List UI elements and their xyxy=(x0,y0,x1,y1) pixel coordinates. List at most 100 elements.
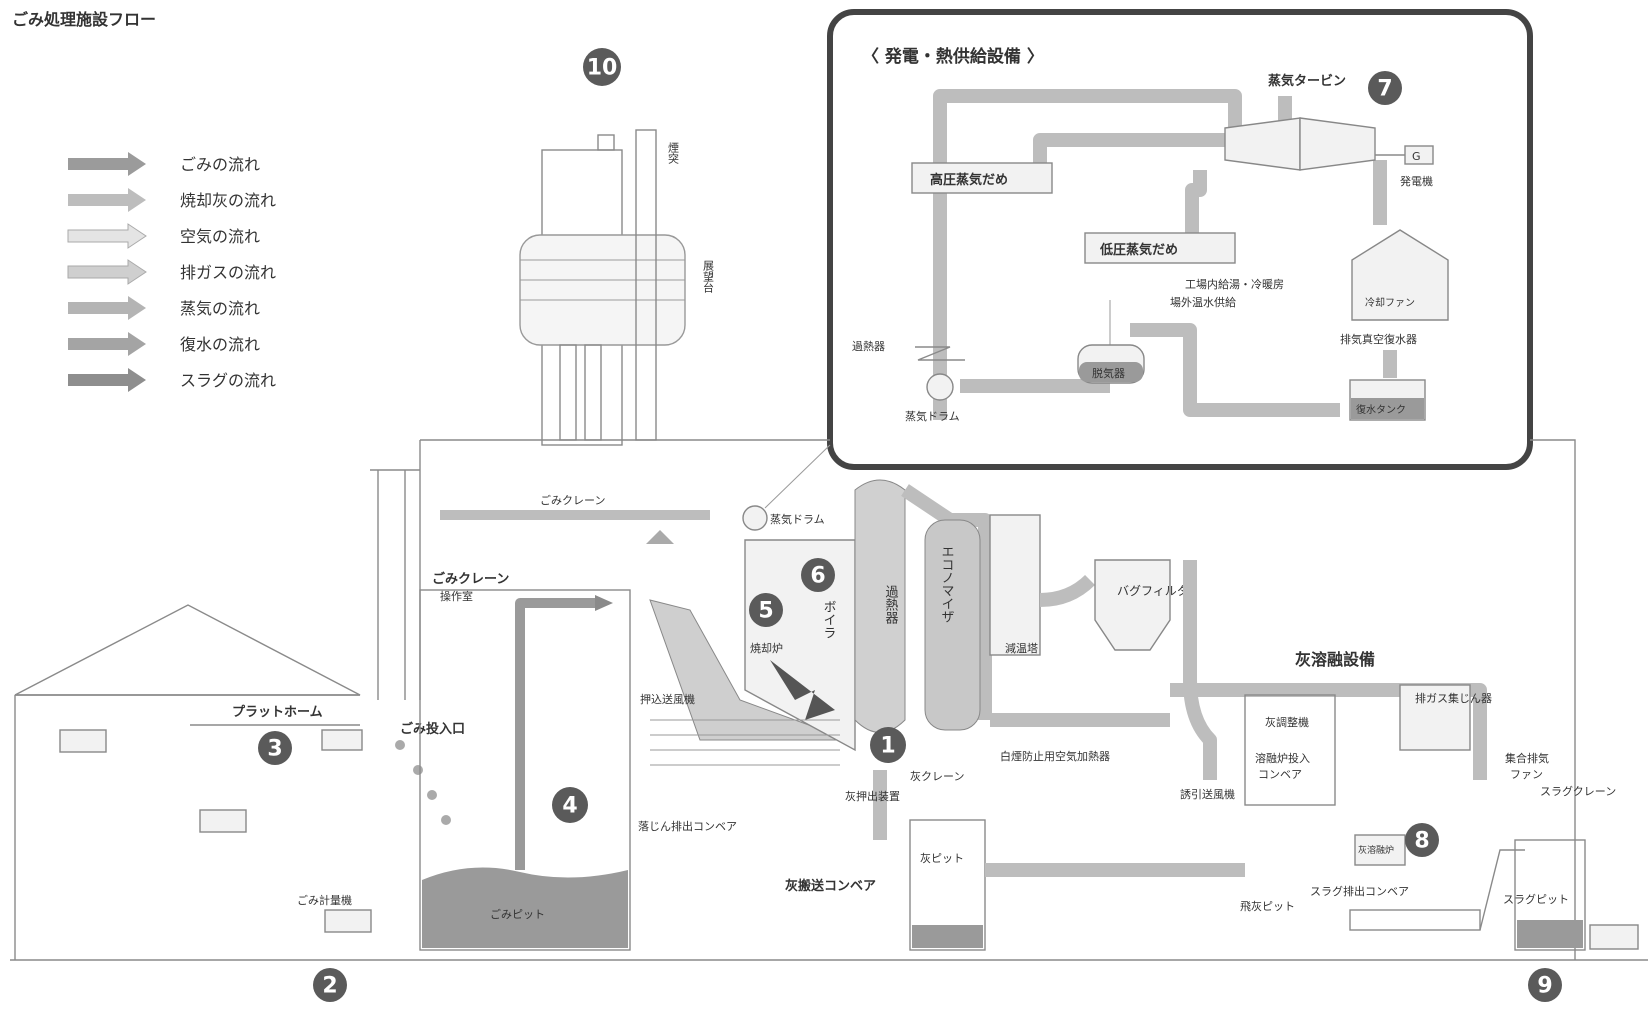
legend-item-slag: スラグの流れ xyxy=(68,368,276,392)
svg-text:減温塔: 減温塔 xyxy=(1005,641,1038,655)
legend-arrow-icon xyxy=(68,188,146,212)
bag-filter xyxy=(1095,560,1170,650)
svg-text:灰調整機: 灰調整機 xyxy=(1265,715,1309,729)
svg-text:7: 7 xyxy=(1377,77,1392,102)
svg-text:溶融炉投入: 溶融炉投入 xyxy=(1255,751,1310,765)
turbine-lp xyxy=(1300,118,1375,170)
legend-item-waste: ごみの流れ xyxy=(68,152,260,176)
truck-icon xyxy=(325,910,371,932)
svg-text:10: 10 xyxy=(587,56,618,81)
svg-text:蒸気ドラム: 蒸気ドラム xyxy=(905,409,960,423)
svg-text:蒸気ドラム: 蒸気ドラム xyxy=(770,512,825,526)
truck-icon xyxy=(60,730,106,752)
svg-text:過熱器: 過熱器 xyxy=(852,340,885,353)
svg-text:スラグ排出コンベア: スラグ排出コンベア xyxy=(1310,884,1409,898)
legend-arrow-icon xyxy=(68,152,146,176)
svg-text:G: G xyxy=(1412,150,1421,163)
number-badge-9: 9 xyxy=(1528,968,1562,1002)
number-badge-3: 3 xyxy=(258,731,292,765)
svg-text:2: 2 xyxy=(322,974,337,999)
svg-text:飛灰ピット: 飛灰ピット xyxy=(1240,899,1295,913)
svg-text:ごみ投入口: ごみ投入口 xyxy=(400,721,465,737)
svg-text:発電機: 発電機 xyxy=(1400,174,1433,188)
svg-text:スラグクレーン: スラグクレーン xyxy=(1540,784,1616,798)
svg-text:コンベア: コンベア xyxy=(1258,768,1302,781)
roof-outline xyxy=(15,605,360,695)
svg-text:スラグの流れ: スラグの流れ xyxy=(180,371,276,390)
svg-text:脱気器: 脱気器 xyxy=(1092,366,1125,380)
svg-text:蒸気の流れ: 蒸気の流れ xyxy=(180,299,260,318)
number-badge-4: 4 xyxy=(552,787,588,823)
svg-text:排ガスの流れ: 排ガスの流れ xyxy=(180,263,276,282)
svg-text:灰搬送コンベア: 灰搬送コンベア xyxy=(785,878,876,894)
svg-text:煙突: 煙突 xyxy=(667,142,680,164)
svg-text:スラグピット: スラグピット xyxy=(1503,892,1569,906)
svg-text:ボイラ: ボイラ xyxy=(821,600,836,639)
crane-grab-icon xyxy=(646,530,674,544)
svg-text:押込送風機: 押込送風機 xyxy=(640,692,695,706)
waste-pit: ごみピット xyxy=(420,590,630,950)
legend-arrow-icon xyxy=(68,332,146,356)
svg-text:灰ピット: 灰ピット xyxy=(920,851,964,865)
svg-text:展望台: 展望台 xyxy=(702,260,715,293)
svg-text:8: 8 xyxy=(1414,829,1429,854)
svg-text:焼却灰の流れ: 焼却灰の流れ xyxy=(180,191,276,210)
legend-arrow-icon xyxy=(68,260,146,284)
number-badge-7: 7 xyxy=(1368,71,1402,105)
svg-text:復水の流れ: 復水の流れ xyxy=(180,335,260,354)
truck-icon xyxy=(322,730,362,750)
svg-text:4: 4 xyxy=(562,794,577,819)
number-badge-10: 10 xyxy=(583,48,621,86)
svg-text:灰溶融設備: 灰溶融設備 xyxy=(1295,650,1375,669)
svg-text:3: 3 xyxy=(267,737,282,762)
svg-text:ごみ計量機: ごみ計量機 xyxy=(297,893,352,907)
turbine-hp xyxy=(1225,118,1300,170)
diagram-title: ごみ処理施設フロー xyxy=(12,10,156,29)
slag-conveyor xyxy=(1350,910,1480,930)
svg-text:灰押出装置: 灰押出装置 xyxy=(845,789,900,803)
svg-text:エコノマイザ: エコノマイザ xyxy=(939,545,955,623)
svg-text:復水タンク: 復水タンク xyxy=(1356,403,1406,416)
legend-item-air: 空気の流れ xyxy=(68,224,260,248)
svg-text:ごみクレーン: ごみクレーン xyxy=(540,493,605,507)
legend-item-ash: 焼却灰の流れ xyxy=(68,188,276,212)
waste-flow xyxy=(520,603,595,870)
svg-text:焼却炉: 焼却炉 xyxy=(750,642,783,655)
svg-text:集合排気: 集合排気 xyxy=(1505,751,1549,765)
svg-text:白煙防止用空気加熱器: 白煙防止用空気加熱器 xyxy=(1000,749,1110,763)
svg-text:操作室: 操作室 xyxy=(440,589,473,603)
ash-conditioner-room xyxy=(1245,695,1335,805)
svg-text:過熱器: 過熱器 xyxy=(883,585,899,625)
legend-item-flue: 排ガスの流れ xyxy=(68,260,276,284)
svg-text:灰クレーン: 灰クレーン xyxy=(910,769,964,783)
inset-title: 〈 発電・熱供給設備 〉 xyxy=(862,46,1044,67)
crane-rail xyxy=(440,510,710,520)
number-badge-6: 6 xyxy=(801,558,835,592)
number-badge-8: 8 xyxy=(1405,823,1439,857)
number-badge-1: 1 xyxy=(870,727,906,763)
svg-text:排気真空復水器: 排気真空復水器 xyxy=(1340,332,1417,346)
svg-text:プラットホーム: プラットホーム xyxy=(232,705,323,720)
svg-text:空気の流れ: 空気の流れ xyxy=(180,227,260,246)
legend-item-steam: 蒸気の流れ xyxy=(68,296,260,320)
svg-text:高圧蒸気だめ: 高圧蒸気だめ xyxy=(930,172,1008,188)
svg-text:1: 1 xyxy=(880,734,895,759)
svg-text:ごみクレーン: ごみクレーン xyxy=(432,571,509,587)
svg-text:低圧蒸気だめ: 低圧蒸気だめ xyxy=(1099,242,1178,258)
steam-drum-icon xyxy=(927,374,953,400)
svg-text:5: 5 xyxy=(758,599,773,624)
number-badge-5: 5 xyxy=(749,593,783,627)
number-badge-2: 2 xyxy=(313,968,347,1002)
svg-text:9: 9 xyxy=(1537,974,1552,999)
svg-text:排ガス集じん器: 排ガス集じん器 xyxy=(1415,691,1492,705)
truck-icon xyxy=(1590,925,1638,949)
steam-pipe xyxy=(1192,170,1200,235)
svg-text:場外温水供給: 場外温水供給 xyxy=(1170,295,1236,309)
flue-pipe xyxy=(1190,560,1210,780)
power-heat-inset: 〈 発電・熱供給設備 〉 蒸気タービン 7 G 発電機 高圧蒸気だめ 低圧蒸気だ… xyxy=(830,12,1530,467)
svg-text:バグフィルタ: バグフィルタ xyxy=(1117,584,1189,598)
legend: ごみの流れ 焼却灰の流れ 空気の流れ 排ガスの流れ 蒸気の流れ 復水の流れ スラ… xyxy=(68,152,276,392)
legend-arrow-icon xyxy=(68,368,146,392)
